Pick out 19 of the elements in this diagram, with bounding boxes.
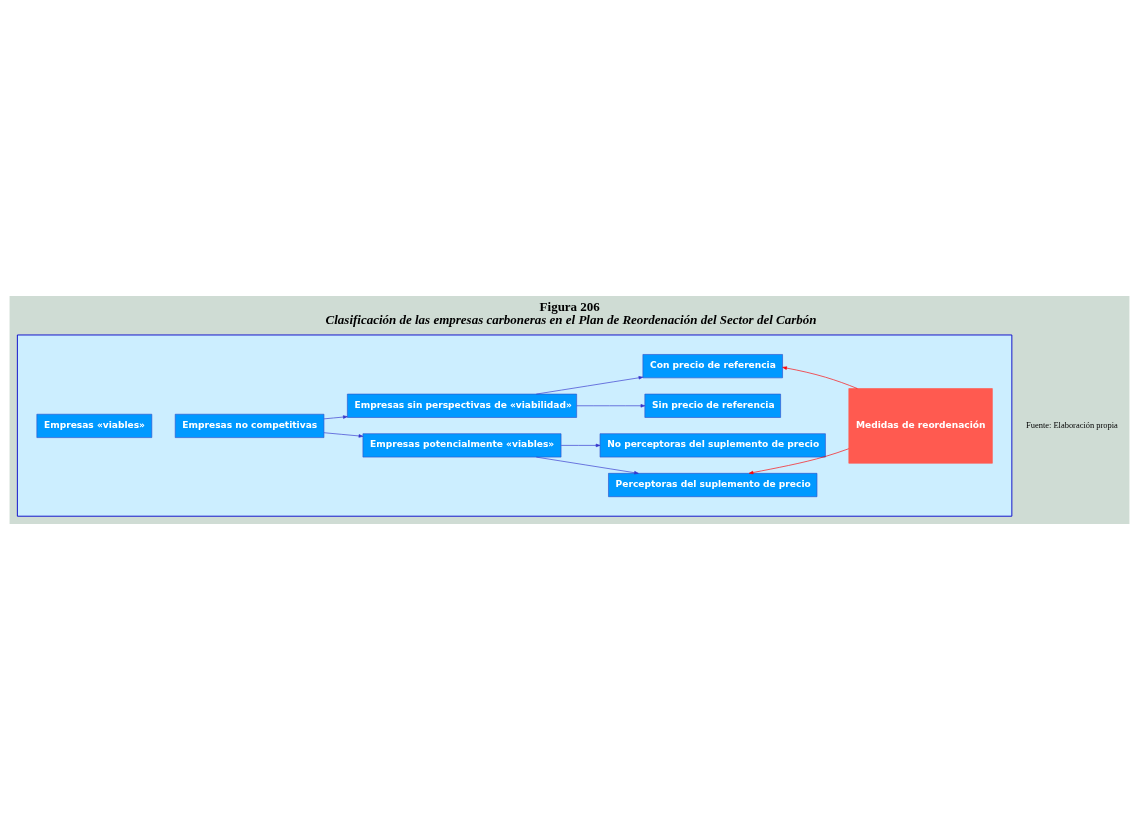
node-box: Empresas no competitivas: [174, 413, 325, 438]
arrow: [576, 403, 646, 407]
arrow: [323, 431, 364, 438]
node-box: No perceptoras del suplemento de precio: [599, 432, 826, 457]
label: Fuente: Elaboración propia: [1026, 419, 1118, 430]
node-box: Medidas de reordenación: [848, 387, 993, 464]
node-box: Empresas «viables»: [36, 413, 153, 438]
arrow: [535, 456, 639, 474]
diagram-title: Figura 206: [539, 298, 600, 314]
cluster: [16, 334, 1013, 517]
node-box: Empresas sin perspectivas de «viabilidad»: [347, 393, 577, 418]
arrow: [535, 375, 644, 394]
node-box: Con precio de referencia: [642, 353, 783, 378]
node-box: Empresas potencialmente «viables»: [362, 432, 562, 457]
arrow: [560, 443, 601, 447]
arrow: [782, 365, 858, 389]
arrow: [323, 414, 348, 419]
arrow: [748, 447, 850, 474]
node-box: Sin precio de referencia: [644, 393, 781, 418]
